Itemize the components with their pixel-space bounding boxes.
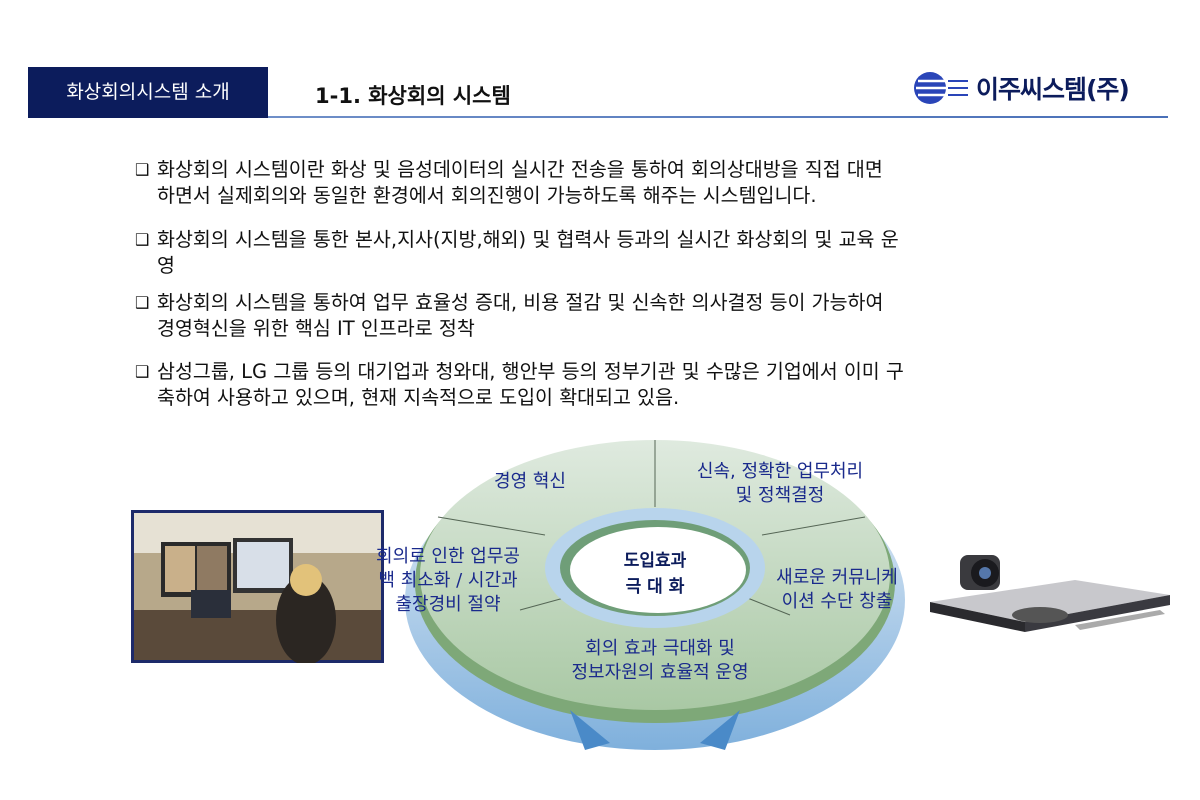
- logo-text: 이주씨스템(주): [976, 75, 1130, 104]
- section-label: 화상회의시스템 소개: [28, 67, 268, 118]
- bullet-item: ❑ 삼성그룹, LG 그룹 등의 대기업과 청와대, 행안부 등의 정부기관 및 …: [135, 359, 1125, 411]
- adoption-effects-diagram: [405, 440, 905, 750]
- bullet-text: 삼성그룹, LG 그룹 등의 대기업과 청와대, 행안부 등의 정부기관 및 수…: [157, 360, 904, 383]
- header-divider: [268, 116, 1168, 118]
- bullet-text: 영: [157, 254, 175, 277]
- bullet-text: 화상회의 시스템을 통하여 업무 효율성 증대, 비용 절감 및 신속한 의사결…: [157, 291, 884, 314]
- bullet-item: ❑ 화상회의 시스템을 통한 본사,지사(지방,해외) 및 협력사 등과의 실시간…: [135, 227, 1125, 279]
- bullet-text: 화상회의 시스템을 통한 본사,지사(지방,해외) 및 협력사 등과의 실시간 …: [157, 228, 899, 251]
- bullet-text: 축하여 사용하고 있으며, 현재 지속적으로 도입이 확대되고 있음.: [157, 386, 680, 409]
- bullet-text: 하면서 실제회의와 동일한 환경에서 회의진행이 가능하도록 해주는 시스템입니…: [157, 184, 817, 207]
- checkbox-bullet-icon: ❑: [135, 230, 150, 249]
- bullet-text: 화상회의 시스템이란 화상 및 음성데이터의 실시간 전송을 통하여 회의상대방…: [157, 158, 883, 181]
- videoconference-device-image: [930, 555, 1170, 632]
- page-title: 1-1. 화상회의 시스템: [315, 84, 511, 108]
- company-logo: 이주씨스템(주): [912, 70, 1157, 106]
- bullet-item: ❑ 화상회의 시스템을 통하여 업무 효율성 증대, 비용 절감 및 신속한 의사…: [135, 290, 1125, 342]
- segment-management-innovation: 경영 혁신: [494, 471, 566, 492]
- bullet-text: 경영혁신을 위한 핵심 IT 인프라로 정착: [157, 317, 475, 340]
- checkbox-bullet-icon: ❑: [135, 160, 150, 179]
- checkbox-bullet-icon: ❑: [135, 293, 150, 312]
- center-hole: [570, 527, 746, 613]
- videoconference-photo: [131, 510, 384, 663]
- checkbox-bullet-icon: ❑: [135, 362, 150, 381]
- logo-globe-icon: [914, 72, 968, 104]
- bullet-item: ❑ 화상회의 시스템이란 화상 및 음성데이터의 실시간 전송을 통하여 회의상대…: [135, 157, 1125, 209]
